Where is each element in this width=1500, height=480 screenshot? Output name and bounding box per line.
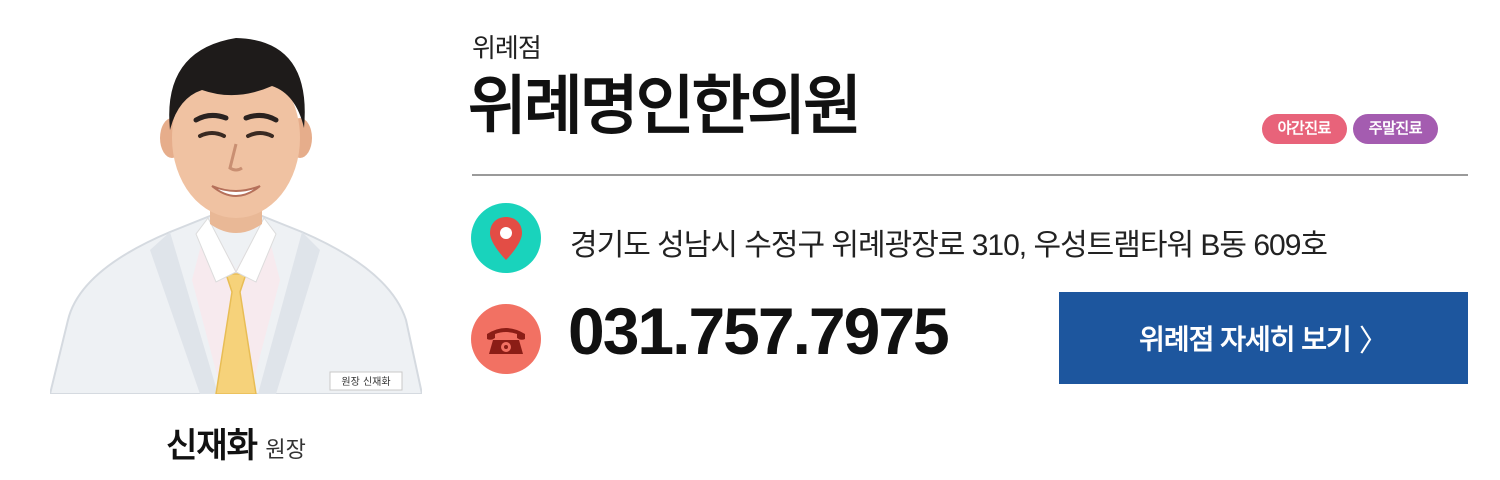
telephone-icon (471, 304, 541, 374)
doctor-portrait: 원장 신재화 (50, 38, 422, 394)
divider (472, 174, 1468, 176)
location-pin-icon (471, 203, 541, 273)
coat-name-tag: 원장 신재화 (341, 376, 390, 388)
branch-detail-label: 위례점 자세히 보기 (1139, 324, 1352, 355)
doctor-caption: 신재화 원장 (50, 418, 422, 467)
doctor-title: 원장 (265, 437, 306, 462)
service-badges: 야간진료 주말진료 (1261, 114, 1438, 144)
address-text: 경기도 성남시 수정구 위례광장로 310, 우성트램타워 B동 609호 (570, 229, 1328, 262)
branch-subtitle: 위례점 (472, 33, 542, 63)
phone-number[interactable]: 031.757.7975 (568, 294, 950, 368)
doctor-photo: 원장 신재화 (50, 20, 422, 394)
branch-name: 위례명인한의원 (468, 70, 862, 142)
chevron-right-icon: 〉 (1358, 325, 1389, 358)
doctor-name: 신재화 (166, 427, 258, 465)
weekend-clinic-badge: 주말진료 (1352, 114, 1438, 144)
night-clinic-badge: 야간진료 (1261, 114, 1347, 144)
branch-detail-button[interactable]: 위례점 자세히 보기 〉 (1059, 292, 1468, 384)
